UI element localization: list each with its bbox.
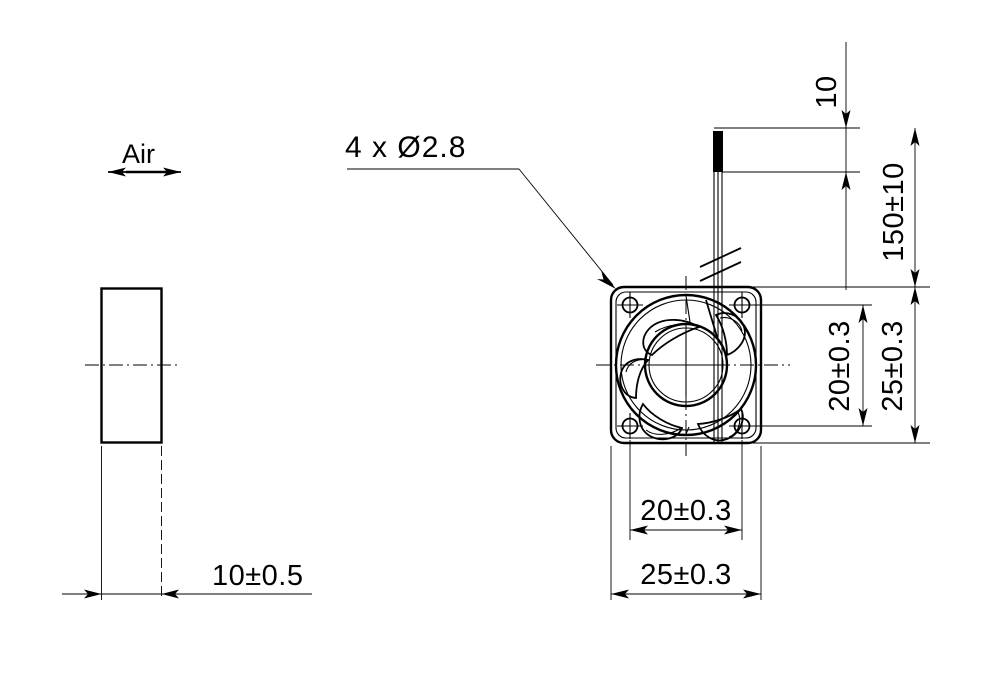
thickness-arrow-left <box>84 589 102 599</box>
width-arrow-left <box>611 589 629 599</box>
lead-wire-stripped-tip <box>713 131 723 172</box>
blade-root-arc-3 <box>645 427 682 435</box>
thickness-dim-text: 10±0.5 <box>212 560 304 592</box>
air-flow-label: Air <box>122 139 155 169</box>
width-arrow-right <box>743 589 761 599</box>
height-arrow-bottom <box>910 425 920 443</box>
fan-blade-2 <box>619 358 650 399</box>
dimension-body-width: 25±0.3 <box>611 559 761 599</box>
pitch-h-dim-text: 20±0.3 <box>640 495 732 527</box>
strip-dim-text: 10 <box>811 75 843 108</box>
lead-wire-group <box>699 131 742 444</box>
side-view-group: Air 10±0.5 <box>62 139 312 600</box>
fan-blade-1 <box>642 318 702 357</box>
lead-wire-break-line-1 <box>699 247 742 268</box>
air-arrow-left-head <box>108 167 126 177</box>
pitch-v-dim-text: 20±0.3 <box>824 320 856 412</box>
hole-callout-group: 4 x Ø2.8 <box>345 131 616 289</box>
hole-callout-text: 4 x Ø2.8 <box>345 131 466 164</box>
blade-root-arc-4 <box>728 411 741 438</box>
fan-blade-5 <box>714 312 746 357</box>
lead-length-arrow-top <box>910 128 920 146</box>
dimension-thickness: 10±0.5 <box>62 560 312 599</box>
height-dim-text: 25±0.3 <box>877 320 909 412</box>
lead-length-dim-text: 150±10 <box>878 162 910 262</box>
fan-blades-group <box>619 312 746 442</box>
dimension-hole-pitch-vertical: 20±0.3 <box>824 305 868 426</box>
strip-arrow-top <box>841 110 851 128</box>
lead-wire-internal-run <box>705 299 719 341</box>
pitch-v-arrow-top <box>858 305 868 323</box>
impeller-outer-circle-inner <box>620 299 752 431</box>
impeller-outer-circle <box>614 293 758 437</box>
thickness-arrow-right <box>161 589 179 599</box>
callout-leader-line <box>518 168 614 286</box>
mounting-hole-bottom-left <box>617 413 643 439</box>
fan-housing-outline <box>609 285 763 445</box>
pitch-v-arrow-bottom <box>858 408 868 426</box>
lead-length-arrow-bottom <box>910 269 920 287</box>
blade-root-arc-1 <box>654 323 700 333</box>
strip-arrow-bottom <box>841 172 851 190</box>
mounting-hole-top-left <box>617 292 643 318</box>
blade-separator-top <box>685 295 691 323</box>
air-arrow-right-head <box>163 167 181 177</box>
blade-root-arc-2 <box>625 359 649 373</box>
pitch-h-arrow-right <box>724 525 742 535</box>
dimension-body-height: 25±0.3 <box>877 287 920 443</box>
height-arrow-top <box>910 287 920 305</box>
width-dim-text: 25±0.3 <box>640 559 732 591</box>
blade-separator-bottom <box>685 426 690 435</box>
dimension-hole-pitch-horizontal: 20±0.3 <box>630 495 742 535</box>
fan-blade-3 <box>638 402 684 441</box>
fan-hub-circle-inner <box>648 327 724 403</box>
dimension-lead-length: 150±10 <box>878 128 920 287</box>
front-view-group <box>596 131 790 456</box>
fan-blade-4 <box>696 407 744 442</box>
lead-wire-break-line-2 <box>699 261 742 282</box>
air-flow-indicator: Air <box>108 139 181 177</box>
pitch-h-arrow-left <box>630 525 648 535</box>
blade-tip-separators <box>685 295 691 435</box>
dimension-lead-strip: 10 <box>811 42 851 290</box>
callout-arrow-head <box>597 270 616 289</box>
